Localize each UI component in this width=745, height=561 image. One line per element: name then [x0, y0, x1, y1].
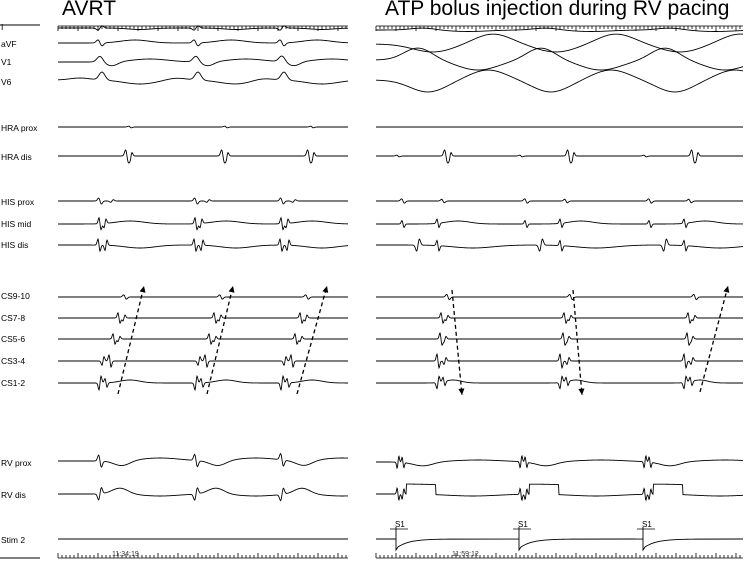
lead-label-hra-dis: HRA dis	[1, 152, 32, 162]
activation-arrow-right-1	[451, 289, 463, 396]
trace-right-cs5-6	[376, 331, 743, 347]
trace-right-hra-dis	[376, 149, 743, 164]
lead-label-rv-prox: RV prox	[1, 458, 32, 468]
lead-label-cs3-4: CS3-4	[1, 356, 26, 366]
left-panel-title: AVRT	[62, 0, 117, 20]
trace-left-hra-prox	[58, 125, 348, 129]
stim-marker-label: S1	[518, 520, 528, 529]
lead-label-v6: V6	[1, 77, 12, 87]
trace-right-avf	[375, 33, 744, 53]
lead-label-cs9-10: CS9-10	[1, 291, 30, 301]
trace-right-rv-prox	[376, 454, 744, 470]
trace-left-cs9-10	[58, 294, 348, 300]
lead-label-his-mid: HIS mid	[1, 219, 32, 229]
lead-label-cs7-8: CS7-8	[1, 313, 26, 323]
trace-right-v6	[375, 69, 744, 93]
time-ruler-bottom-right	[375, 553, 743, 559]
lead-label-i: I	[1, 22, 4, 32]
trace-left-cs1-2	[58, 374, 349, 392]
activation-arrow-left-1-head	[139, 286, 146, 293]
trace-left-i	[58, 25, 349, 31]
trace-left-his-dis	[58, 237, 349, 253]
trace-right-cs3-4	[376, 352, 743, 370]
trace-left-avf	[58, 39, 349, 47]
activation-arrow-left-1	[117, 285, 145, 395]
timestamp-right: 11:59:12	[452, 551, 479, 558]
time-ruler-bottom-left	[57, 553, 348, 559]
trace-right-i	[376, 27, 744, 32]
activation-arrow-right-2-head	[578, 388, 585, 395]
activation-arrow-right-2	[572, 289, 583, 396]
trace-left-v6	[57, 71, 349, 85]
lead-label-v1: V1	[1, 57, 12, 67]
trace-left-his-mid	[58, 216, 349, 231]
lead-label-hra-prox: HRA prox	[1, 123, 38, 133]
lead-label-avf: aVF	[1, 39, 17, 49]
activation-arrow-left-2-head	[228, 286, 235, 293]
lead-label-cs1-2: CS1-2	[1, 378, 26, 388]
trace-right-stim-2	[376, 527, 744, 552]
trace-right-cs7-8	[376, 311, 743, 325]
activation-arrow-right-1-head	[458, 388, 465, 395]
trace-right-his-mid	[376, 218, 743, 229]
trace-left-his-prox	[58, 197, 348, 205]
lead-label-cs5-6: CS5-6	[1, 334, 26, 344]
activation-arrow-left-2	[206, 285, 234, 395]
activation-arrow-left-3	[296, 285, 328, 395]
trace-left-cs3-4	[58, 353, 348, 369]
stim-marker-label: S1	[395, 520, 405, 529]
lead-label-his-prox: HIS prox	[1, 197, 35, 207]
trace-left-cs5-6	[58, 332, 348, 346]
trace-left-rv-prox	[58, 452, 349, 468]
activation-arrow-right-3-head	[723, 286, 730, 293]
trace-left-v1	[58, 55, 349, 67]
lead-label-his-dis: HIS dis	[1, 240, 29, 250]
stim-marker-label: S1	[642, 520, 652, 529]
trace-left-cs7-8	[58, 311, 348, 325]
trace-right-v1	[375, 47, 744, 71]
trace-right-cs1-2	[376, 375, 743, 390]
lead-label-stim-2: Stim 2	[1, 535, 26, 545]
activation-arrow-left-3-head	[322, 286, 329, 293]
trace-right-his-dis	[376, 238, 744, 252]
lead-label-rv-dis: RV dis	[1, 490, 26, 500]
activation-arrow-right-3	[699, 285, 729, 393]
trace-left-hra-dis	[58, 149, 348, 164]
right-panel-title: ATP bolus injection during RV pacing	[385, 0, 730, 20]
timestamp-left: 11:34:19	[112, 551, 139, 558]
trace-right-rv-dis	[376, 483, 744, 502]
trace-right-his-prox	[376, 198, 743, 204]
trace-left-rv-dis	[58, 486, 349, 502]
trace-right-cs9-10	[376, 293, 743, 301]
